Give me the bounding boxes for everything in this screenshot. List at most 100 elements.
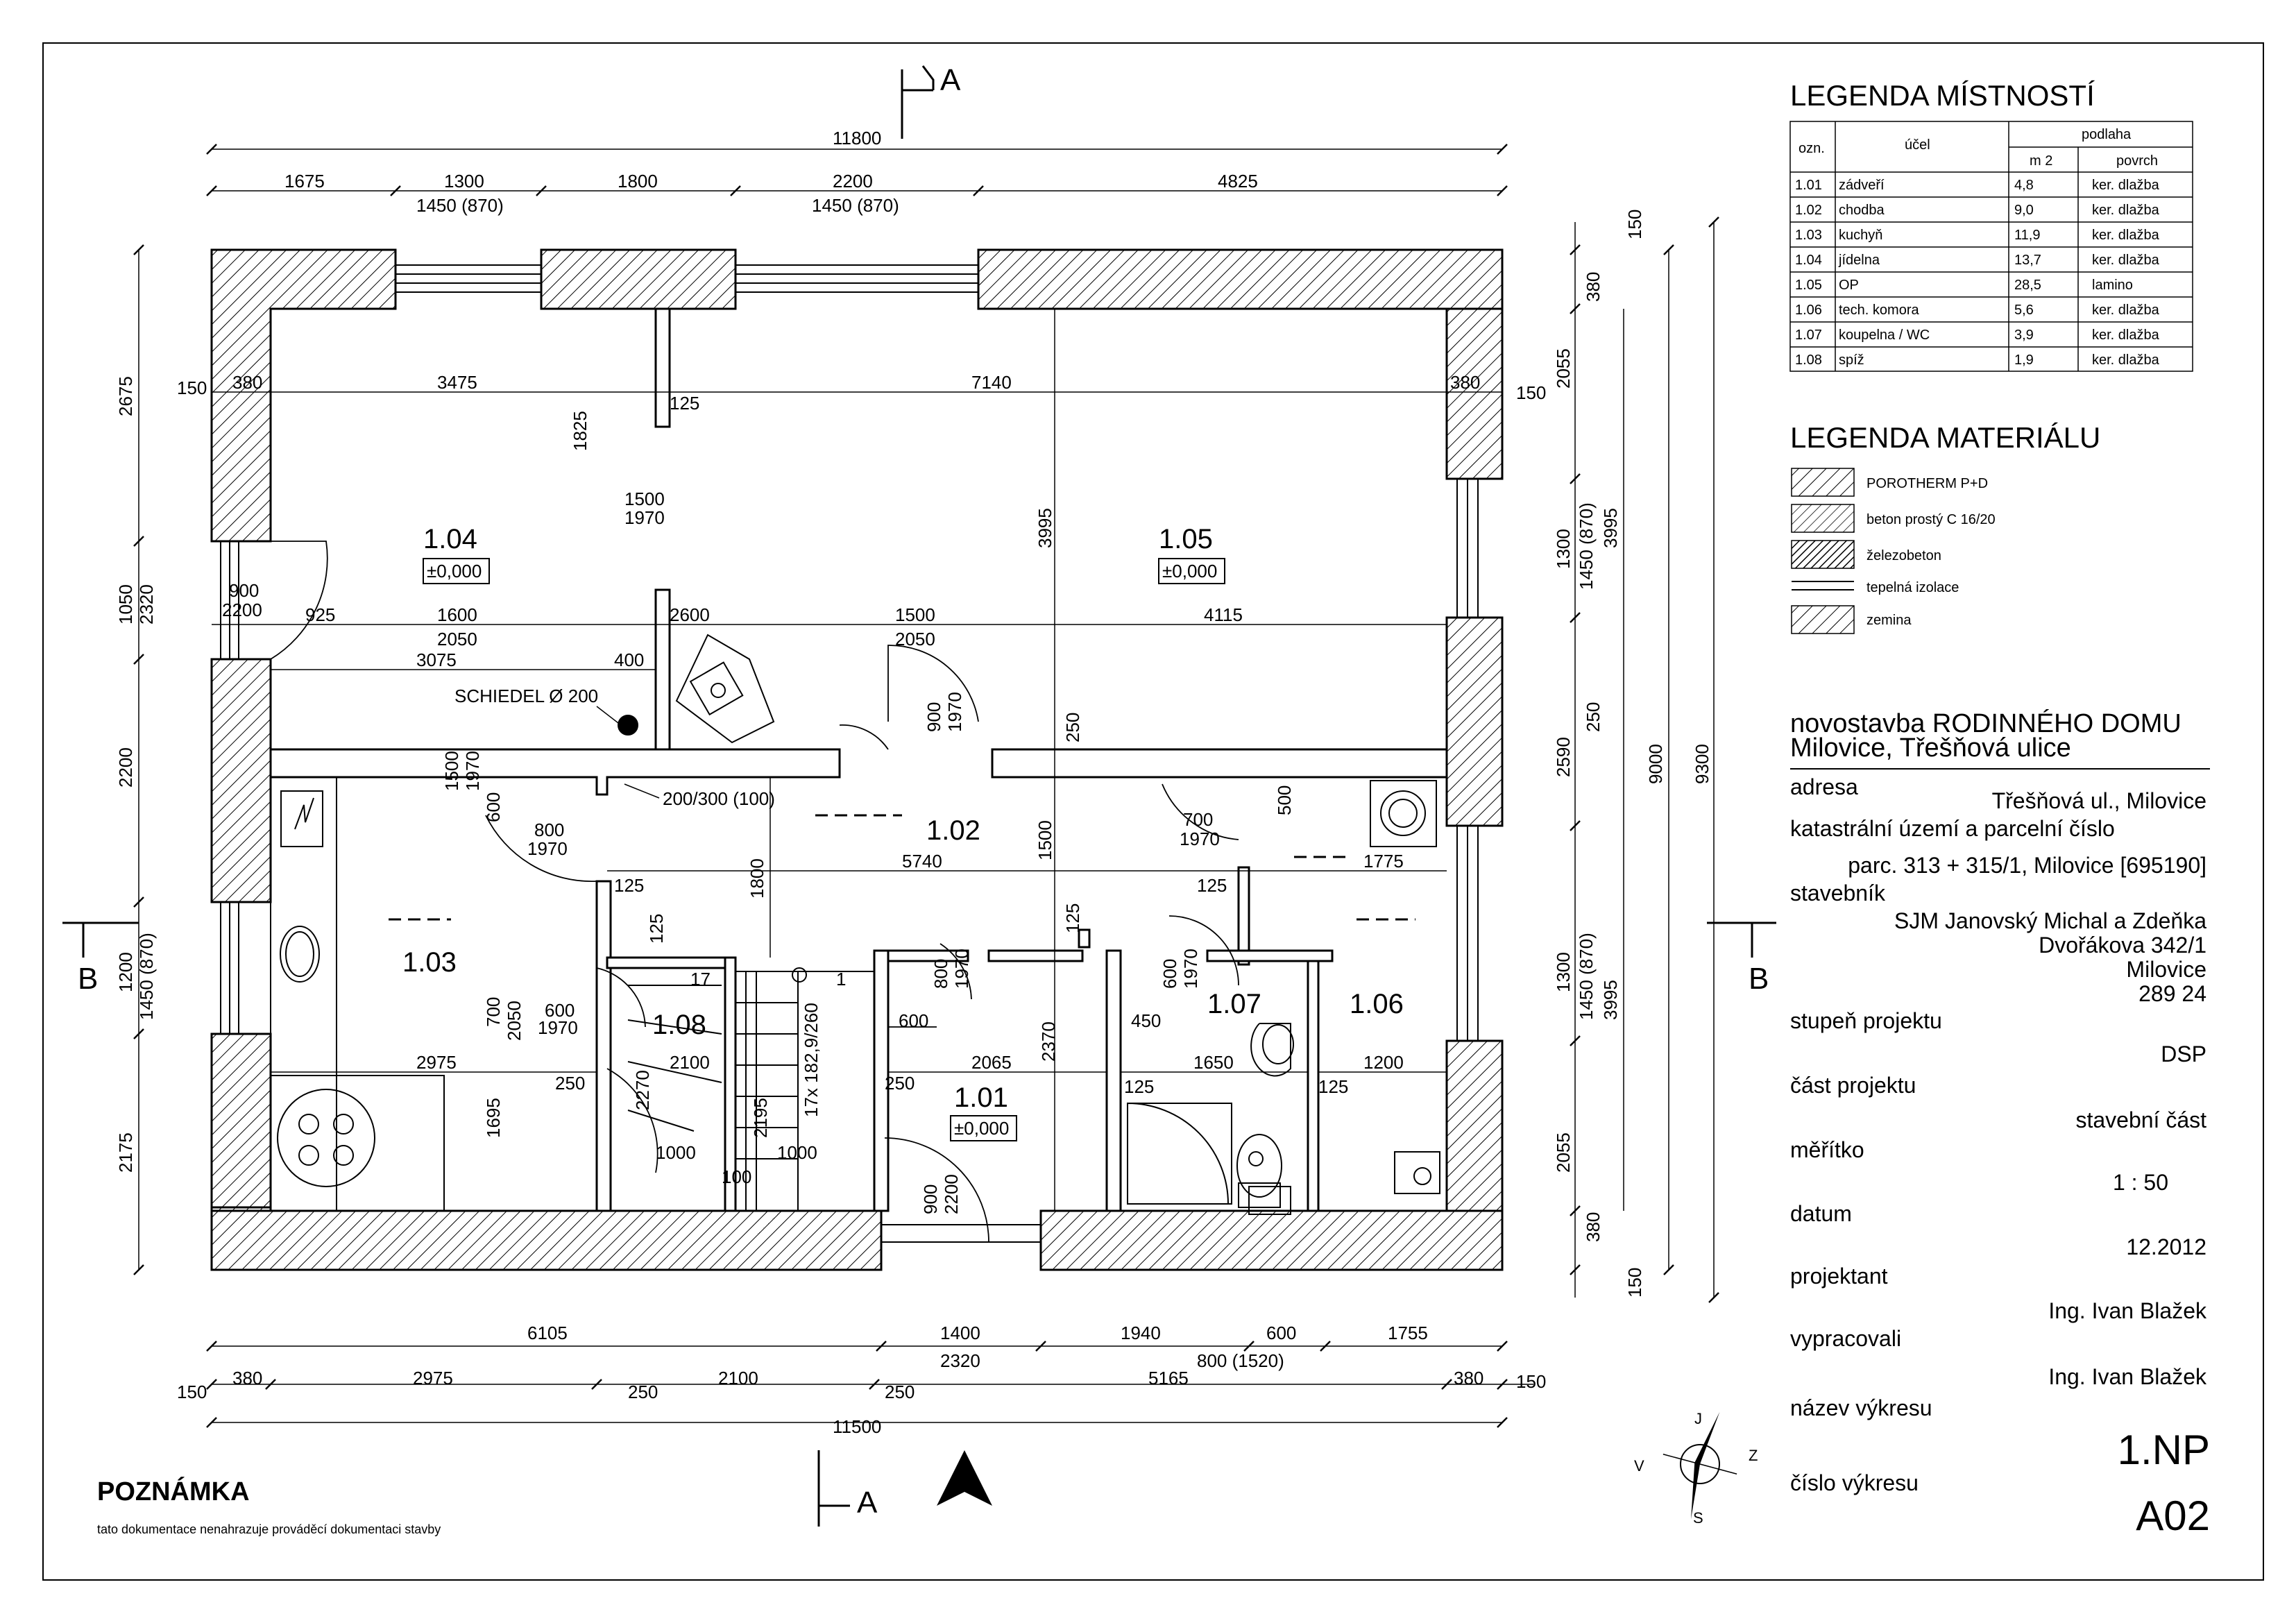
meritko-label: měřítko [1790,1137,1864,1162]
legend-cell: 1,9 [2014,352,2034,368]
dim-int: 125 [670,393,699,414]
dim-right: 380 [1583,272,1604,302]
dim-int: 2065 [971,1052,1012,1073]
dim-right: 9000 [1645,744,1666,784]
stavebnik-value: 289 24 [2138,981,2206,1006]
dim-int: 2100 [670,1052,710,1073]
dim-int: 1600 [437,604,477,625]
legend-cell: 28,5 [2014,278,2041,293]
fixtures [270,634,1440,1215]
dimension-ticks [133,144,1719,1428]
dim-int: 1500 [895,604,935,625]
dim-int: 700 [1183,809,1213,830]
top-dimensions: 11800 1675 1300 1800 2200 4825 1450 (870… [284,128,1258,216]
dim-int: 3075 [416,649,457,670]
legend-cell: ker. dlažba [2092,228,2160,243]
material-legend: LEGENDA MATERIÁLU POROTHERM P+D beton pr… [1790,421,2100,634]
title-block: novostavba RODINNÉHO DOMU Milovice, Třeš… [1790,708,2210,1539]
dim-right: 9300 [1692,744,1712,784]
dim-int: 1000 [777,1142,817,1163]
dim-right: 150 [1624,1268,1645,1298]
dim-bottom: 2975 [413,1368,453,1388]
room-id: 1.05 [1159,524,1213,554]
dim-top-seg: 2200 [833,171,873,192]
stair-label: 17x 182,9/260 [801,1003,822,1117]
dim-int: 2050 [437,629,477,649]
legend-header-ucel: účel [1905,137,1930,153]
dim-top-seg: 1675 [284,171,325,192]
compass-e: V [1634,1457,1644,1475]
legend-header-povrch: povrch [2116,153,2158,169]
compass-n: S [1693,1509,1703,1527]
right-dimensions: 150 380 2055 1300 1450 (870) 250 2590 13… [1553,210,1712,1298]
legend-cell: ker. dlažba [2092,352,2160,368]
legend-header-ozn: ozn. [1798,141,1825,156]
dim-right: 1450 (870) [1576,502,1597,590]
dim-left: 2320 [136,584,157,624]
dim-int: 2200 [222,600,262,620]
duct-label: 200/300 (100) [663,788,775,809]
katastr-value: parc. 313 + 315/1, Milovice [695190] [1848,853,2206,878]
compass-w: Z [1749,1447,1758,1464]
note-text: tato dokumentace nenahrazuje prováděcí d… [97,1522,441,1536]
section-mark-bottom: A [857,1486,878,1520]
vypracovali-label: vypracovali [1790,1326,1901,1351]
dim-int: 125 [1197,875,1227,896]
dim-right: 2590 [1553,737,1574,777]
dim-right: 3995 [1600,508,1621,548]
dim-int: 1825 [570,411,590,451]
note-title: POZNÁMKA [97,1476,250,1506]
dim-int: 900 [920,1184,941,1214]
dim-int: 250 [885,1073,915,1094]
dim-int: 1500 [624,488,665,509]
dim-int: 1 [836,969,846,989]
dim-right: 3995 [1600,980,1621,1020]
dim-int: 1970 [951,949,972,989]
legend-cell: tech. komora [1839,303,1919,318]
room-id: 1.01 [954,1082,1008,1113]
dim-int: 1695 [483,1098,504,1138]
material-item: POROTHERM P+D [1866,476,1988,491]
room-level: ±0,000 [1162,561,1217,581]
dim-int: 600 [1159,959,1180,989]
nazev-label: název výkresu [1790,1395,1932,1420]
dim-int: 1775 [1363,851,1404,872]
legend-cell: 5,6 [2014,303,2034,318]
dim-int: 500 [1274,785,1295,815]
dim-int: 2195 [750,1098,771,1138]
dim-right: 2055 [1553,348,1574,389]
room-id: 1.02 [926,815,980,846]
dim-int: 2050 [504,1001,525,1041]
dim-int: 1970 [1180,829,1220,849]
room-level: ±0,000 [954,1118,1009,1139]
dim-int: 125 [1062,903,1083,933]
dim-int: 1970 [527,838,568,859]
dim-int: 600 [483,792,504,822]
legend-cell: 13,7 [2014,253,2041,268]
room-id: 1.08 [652,1010,706,1040]
dim-int: 4115 [1204,604,1243,625]
dim-right: 1300 [1553,529,1574,569]
dim-top-window: 1450 (870) [812,195,899,216]
dim-int: 2370 [1038,1021,1059,1062]
dim-bottom: 1755 [1388,1323,1428,1343]
section-markers: A A B B [78,63,1769,1520]
datum-value: 12.2012 [2126,1234,2206,1259]
room-id: 1.03 [402,947,457,978]
compass-s: J [1694,1410,1702,1427]
dim-int: 7140 [971,372,1012,393]
dim-top-window: 1450 (870) [416,195,504,216]
dim-int: 150 [177,377,207,398]
dim-right: 1450 (870) [1576,933,1597,1020]
stavebnik-label: stavebník [1790,881,1886,906]
stavebnik-value: SJM Janovský Michal a Zdeňka [1894,908,2206,933]
dim-right: 250 [1583,702,1604,732]
dim-int: 250 [1062,713,1083,742]
dim-int: 1970 [538,1017,578,1038]
legend-cell: ker. dlažba [2092,178,2160,193]
dim-int: 125 [1124,1076,1154,1097]
dim-int: 1970 [624,507,665,528]
material-legend-title: LEGENDA MATERIÁLU [1790,421,2100,454]
dim-int: 600 [899,1010,928,1031]
stavebnik-value: Dvořákova 342/1 [2039,933,2206,958]
